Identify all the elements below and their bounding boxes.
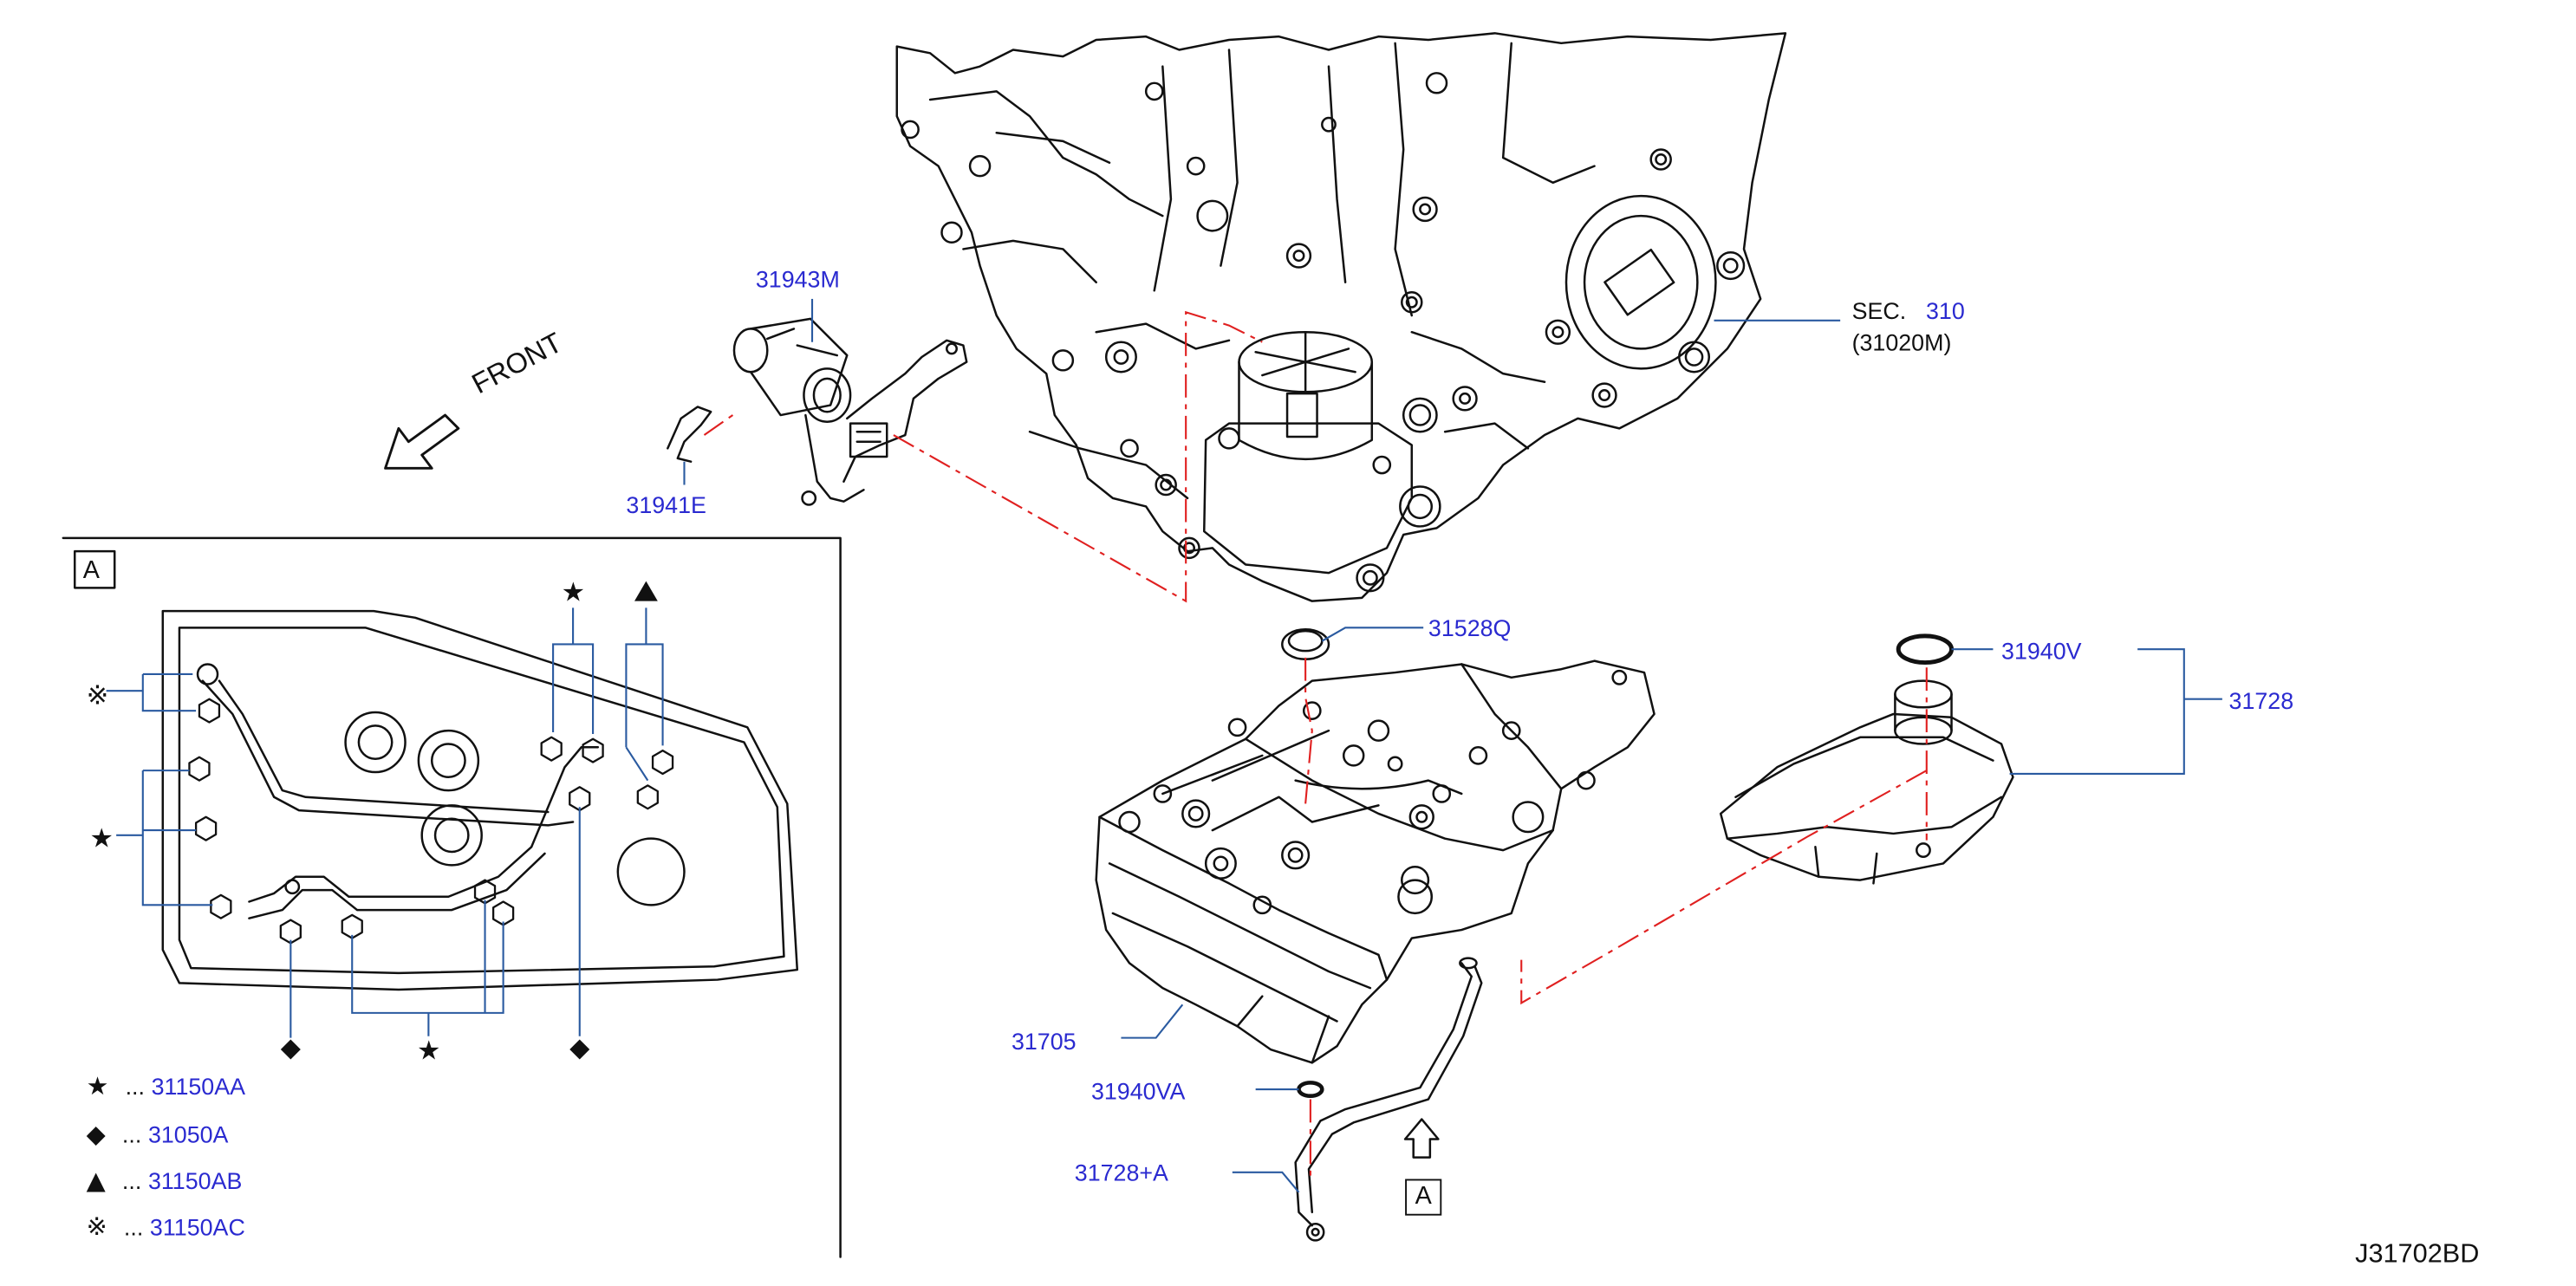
solenoid-drawing <box>732 317 968 506</box>
callout-31728[interactable]: 31728 <box>2228 687 2294 714</box>
oring-pipe-drawing <box>1297 1081 1324 1098</box>
view-a-panel <box>62 536 842 1258</box>
oring-top-drawing <box>1896 633 1955 666</box>
legend-dots: ... <box>121 1120 142 1148</box>
callout-31941E[interactable]: 31941E <box>626 491 706 518</box>
legend-part[interactable]: 31150AA <box>151 1072 246 1100</box>
callout-31943M[interactable]: 31943M <box>755 265 840 293</box>
legend-part[interactable]: 31150AB <box>147 1167 243 1194</box>
legend-dots: ... <box>123 1213 144 1241</box>
seal-drawing <box>1281 627 1330 660</box>
legend-dots: ... <box>121 1167 142 1194</box>
up-arrow <box>1403 1118 1440 1159</box>
bolt-symbol-star-1: ★ <box>562 578 585 608</box>
bolt-symbol-triangle <box>634 581 658 601</box>
control-valve-drawing <box>1095 659 1656 1064</box>
legend-row: ※ ... 31150AC <box>87 1214 245 1244</box>
pipe-drawing <box>1294 957 1483 1242</box>
legend-part[interactable]: 31150AC <box>149 1213 245 1241</box>
legend-symbol-star: ★ <box>86 1070 109 1101</box>
front-arrow <box>384 413 460 470</box>
bolt-symbol-star-2: ★ <box>89 823 113 854</box>
phantom-lines <box>703 310 1928 1183</box>
callout-31705[interactable]: 31705 <box>1011 1028 1077 1055</box>
bolt-symbol-kome: ※ <box>87 680 109 711</box>
callout-31940V[interactable]: 31940V <box>2001 637 2082 665</box>
bolt-symbol-diamond-2 <box>569 1039 590 1060</box>
transmission-case-drawing <box>895 32 1787 602</box>
strainer-drawing <box>1719 679 2014 885</box>
section-link-310[interactable]: 310 <box>1925 296 1965 324</box>
legend-dots: ... <box>125 1072 145 1100</box>
section-prefix: SEC. <box>1851 296 1907 324</box>
legend-symbol-kome: ※ <box>86 1211 107 1243</box>
view-marker-box[interactable]: A <box>1405 1179 1442 1216</box>
view-marker-label: A <box>1415 1182 1432 1211</box>
leader-lines <box>106 298 2222 1193</box>
callout-31528Q[interactable]: 31528Q <box>1428 614 1512 641</box>
legend-symbol-diamond: ◆ <box>86 1119 106 1150</box>
bolt-symbol-star-3: ★ <box>417 1036 440 1067</box>
callout-31728-plus-A[interactable]: 31728+A <box>1074 1159 1168 1186</box>
section-subpart: (31020M) <box>1851 328 1952 356</box>
legend-row: ★ ... 31150AA <box>87 1073 245 1102</box>
legend-symbol-triangle: ▲ <box>86 1166 106 1196</box>
callout-31940VA[interactable]: 31940VA <box>1090 1077 1186 1105</box>
section-reference: SEC. 310 <box>1852 297 1965 324</box>
view-a-panel-label: A <box>82 555 101 585</box>
legend-part[interactable]: 31050A <box>147 1120 229 1148</box>
diagram-code: J31702BD <box>2355 1240 2480 1269</box>
clip-drawing <box>667 406 712 463</box>
parts-diagram: ★ ※ ★ ★ A FRONT 31943M 31941E 31528Q 319… <box>62 32 2479 1268</box>
legend-row: ◆ ... 31050A <box>87 1120 229 1150</box>
legend-row: ▲ ... 31150AB <box>87 1167 243 1197</box>
diagram-artwork: ★ ※ ★ ★ <box>62 32 2222 1258</box>
bolt-symbol-diamond-1 <box>280 1039 301 1060</box>
